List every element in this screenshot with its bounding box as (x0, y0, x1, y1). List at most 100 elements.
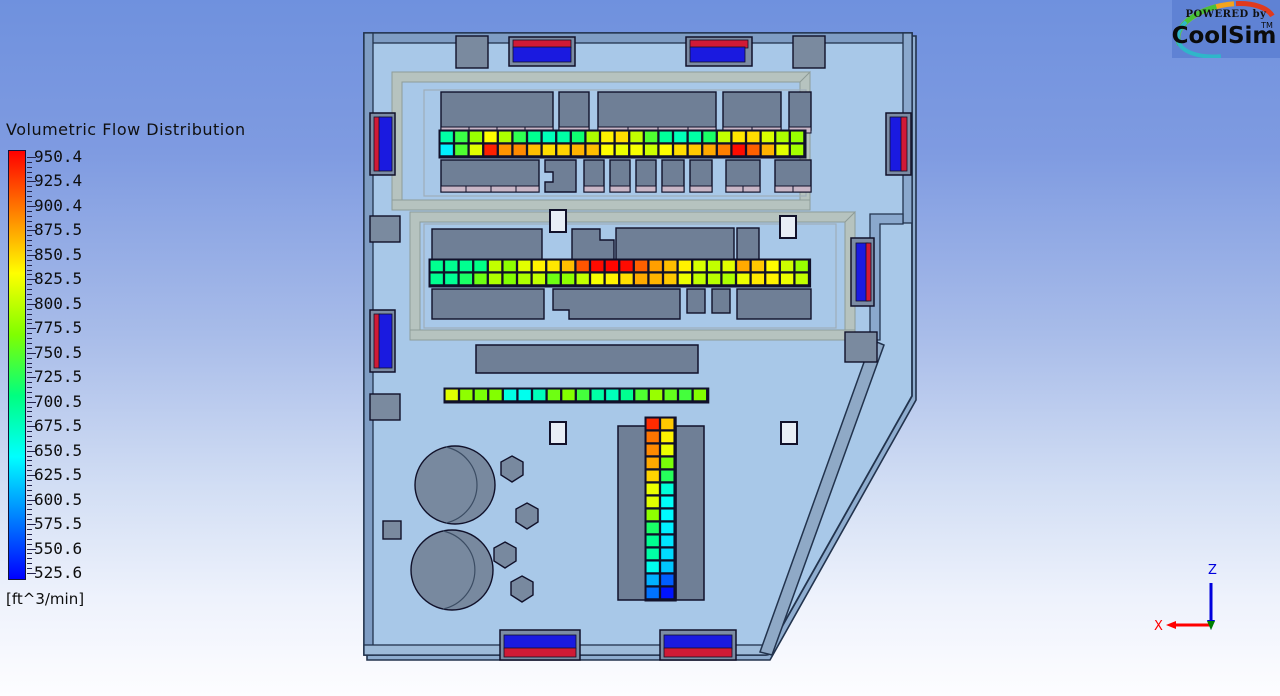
floor-tile (634, 388, 649, 402)
floor-tile (645, 456, 660, 470)
floor-tile (454, 130, 469, 144)
legend-tick-minor (27, 440, 32, 442)
legend-tick-minor (27, 538, 32, 540)
cylinder-tanks (410, 445, 496, 611)
legend-tick-minor (27, 470, 32, 472)
legend-tick-minor (27, 528, 32, 530)
floor-tile (473, 259, 488, 273)
floor-tile (517, 259, 532, 273)
floor-tile (614, 130, 630, 144)
floor-tile (678, 388, 693, 402)
floor-tile (483, 130, 498, 144)
crac-unit-top-2 (685, 36, 753, 67)
legend-tick-minor (27, 558, 32, 560)
legend-tick-major (27, 377, 36, 379)
legend-tick-label: 525.6 (34, 563, 83, 582)
floor-tile (677, 272, 693, 286)
floor-tile (731, 143, 746, 157)
floor-tile (760, 130, 776, 144)
floor-tile (629, 143, 644, 157)
floor-tile (765, 259, 780, 273)
crac-unit-right-1 (885, 112, 912, 176)
legend-tick-minor (27, 484, 32, 486)
x-axis-label: X (1154, 619, 1163, 634)
floor-tile (575, 388, 591, 402)
floor-tile (590, 272, 605, 286)
perforated-floor-tiles (428, 129, 812, 602)
legend-tick-minor (27, 338, 32, 340)
floor-tile (663, 388, 678, 402)
floor-tile (760, 143, 776, 157)
legend-tick-minor (27, 259, 32, 261)
floor-tile (487, 272, 503, 286)
floor-tile (546, 259, 561, 273)
legend-tick-label: 775.5 (34, 318, 83, 338)
legend-tick-minor (27, 396, 32, 398)
floor-tile (658, 143, 673, 157)
floor-tile (692, 388, 708, 402)
legend-tick-minor (27, 215, 32, 217)
floor-tile (692, 259, 707, 273)
legend-tick-minor (27, 166, 32, 168)
floor-tile (429, 272, 444, 286)
floor-tile (619, 259, 634, 273)
legend-tick-major (27, 352, 36, 354)
floor-tile (645, 430, 660, 444)
floor-tile (541, 143, 557, 157)
floor-tile (590, 388, 605, 402)
legend-tick-minor (27, 391, 32, 393)
legend-tick-minor (27, 357, 32, 359)
legend-tick-major (27, 254, 36, 256)
floor-tile (660, 534, 675, 548)
floor-tile (619, 388, 635, 402)
floor-tile (660, 495, 675, 509)
legend-tick-label: 875.5 (34, 220, 83, 240)
logo-tagline: POWERED by (1186, 9, 1268, 20)
floor-tile (645, 443, 660, 457)
floor-tile (660, 417, 675, 431)
floor-tile (765, 272, 780, 286)
floor-tile (660, 456, 675, 470)
legend-tick-minor (27, 210, 32, 212)
legend-tick-major (27, 524, 36, 526)
floor-tile (458, 272, 474, 286)
legend-tick-major (27, 230, 36, 232)
floor-tile (560, 272, 576, 286)
legend-tick-minor (27, 455, 32, 457)
floor-tile (527, 143, 542, 157)
legend-tick-label: 550.6 (34, 538, 83, 558)
legend-tick-minor (27, 465, 32, 467)
legend-tick-minor (27, 191, 32, 193)
open-cabinets (549, 209, 798, 445)
crac-unit-bottom-1 (499, 629, 581, 661)
legend-tick-label: 850.5 (34, 244, 83, 264)
legend-tick-minor (27, 298, 32, 300)
floor-tile (660, 586, 675, 600)
legend-tick-label: 575.5 (34, 514, 83, 534)
floor-tile (648, 259, 663, 273)
legend-tick-major (27, 181, 36, 183)
floor-tile (673, 130, 688, 144)
legend-tick-minor (27, 553, 32, 555)
legend-tick-label: 825.5 (34, 269, 83, 289)
legend-tick-minor (27, 274, 32, 276)
floor-tile (702, 143, 717, 157)
floor-tile (645, 560, 660, 574)
legend-tick-major (27, 328, 36, 330)
floor-tile (660, 521, 675, 535)
coolsim-logo: POWERED by CoolSim TM (1172, 0, 1280, 59)
floor-tile (512, 143, 527, 157)
legend-tick-minor (27, 323, 32, 325)
floor-tile (794, 259, 809, 273)
floor-tile (604, 259, 620, 273)
crac-unit-top-1 (508, 36, 576, 67)
floor-tile (531, 272, 547, 286)
legend-tick-major (27, 303, 36, 305)
legend-tick-minor (27, 460, 32, 462)
legend-tick-minor (27, 406, 32, 408)
legend-tick-major (27, 548, 36, 550)
legend-tick-minor (27, 445, 32, 447)
legend-tick-major (27, 157, 36, 158)
floor-tile (546, 272, 561, 286)
